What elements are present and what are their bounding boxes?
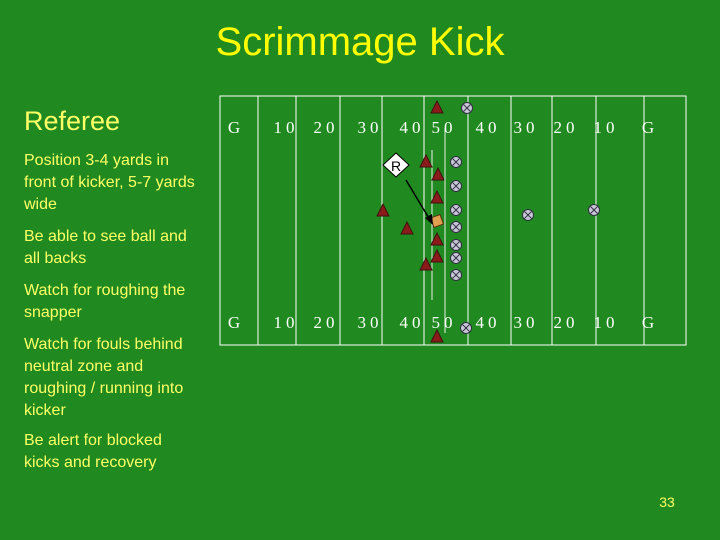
kicking-team-player — [430, 328, 444, 343]
kicking-team-player — [430, 99, 444, 114]
receiving-team-player — [588, 204, 600, 216]
kicking-team-player — [419, 256, 433, 271]
yard-marker-bottom: 10 — [274, 313, 299, 332]
yard-marker-bottom: G — [228, 313, 244, 332]
kicking-team-player — [419, 153, 433, 168]
kicking-team-player — [430, 231, 444, 246]
yard-marker-top: 30 — [358, 118, 383, 137]
yard-marker-bottom: 20 — [314, 313, 339, 332]
page-number: 33 — [659, 494, 675, 510]
yard-marker-bottom: 40 — [400, 313, 425, 332]
receiving-team-player — [460, 322, 472, 334]
yard-marker-bottom: 40 — [476, 313, 501, 332]
receiving-team-player — [450, 269, 462, 281]
yard-marker-top: 20 — [554, 118, 579, 137]
referee-label: R — [391, 158, 401, 174]
receiving-team-player — [450, 204, 462, 216]
bullet-blocked-kicks: Be alert for blocked kicks and recovery — [24, 432, 162, 471]
yard-marker-top: G — [642, 118, 658, 137]
yard-marker-top: G — [228, 118, 244, 137]
referee-sight-arrow — [405, 179, 433, 225]
kicking-team-player — [376, 202, 390, 217]
receiving-team-player — [461, 102, 473, 114]
bullet-fouls-kicker: Watch for fouls behind neutral zone and … — [24, 336, 184, 419]
kicking-team-player — [430, 189, 444, 204]
official-heading: Referee — [24, 106, 121, 136]
referee-marker: R — [382, 152, 410, 178]
bullet-see-ball: Be able to see ball and all backs — [24, 228, 187, 267]
yard-marker-top: 40 — [400, 118, 425, 137]
kicking-team-player — [430, 248, 444, 263]
receiving-team-player — [450, 156, 462, 168]
yard-marker-bottom: 10 — [594, 313, 619, 332]
receiving-team-player — [450, 180, 462, 192]
kicking-team-player — [400, 220, 414, 235]
yard-marker-bottom: 30 — [358, 313, 383, 332]
yard-marker-bottom: 20 — [554, 313, 579, 332]
yard-marker-top: 50 — [432, 118, 457, 137]
yard-marker-bottom: 30 — [514, 313, 539, 332]
receiving-team-player — [450, 252, 462, 264]
yard-marker-bottom: 50 — [432, 313, 457, 332]
yard-marker-bottom: G — [642, 313, 658, 332]
receiving-team-player — [522, 209, 534, 221]
yard-marker-top: 30 — [514, 118, 539, 137]
kicking-team-player — [431, 166, 445, 181]
yard-marker-top: 40 — [476, 118, 501, 137]
receiving-team-player — [450, 221, 462, 233]
yard-marker-top: 10 — [594, 118, 619, 137]
yard-marker-top: 10 — [274, 118, 299, 137]
bullet-position: Position 3-4 yards in front of kicker, 5… — [24, 152, 195, 213]
yard-marker-top: 20 — [314, 118, 339, 137]
slide-title: Scrimmage Kick — [215, 20, 505, 64]
bullet-roughing-snapper: Watch for roughing the snapper — [24, 282, 186, 321]
receiving-team-player — [450, 239, 462, 251]
